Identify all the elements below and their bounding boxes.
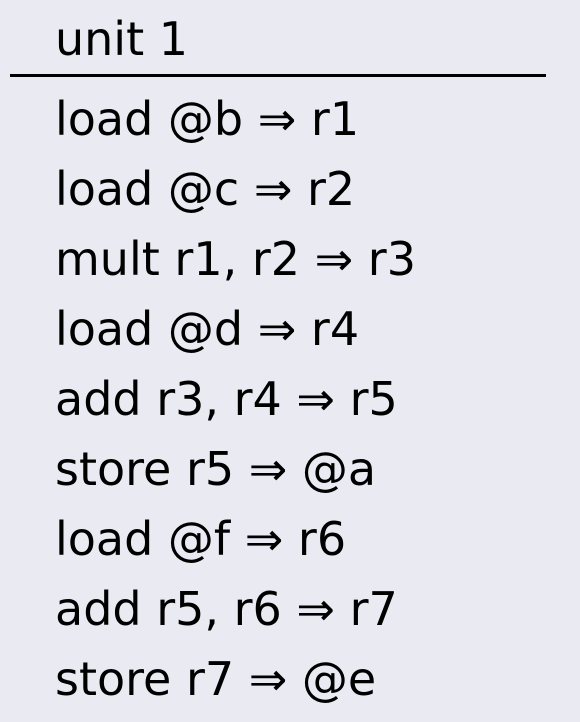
instruction-row: store r7 ⇒ @e <box>55 652 377 706</box>
unit-header: unit 1 <box>55 12 189 66</box>
instruction-row: load @b ⇒ r1 <box>55 92 360 146</box>
instruction-row: load @c ⇒ r2 <box>55 162 356 216</box>
instruction-row: store r5 ⇒ @a <box>55 442 377 496</box>
header-rule <box>10 74 546 77</box>
instruction-row: load @f ⇒ r6 <box>55 512 347 566</box>
instruction-row: load @d ⇒ r4 <box>55 302 360 356</box>
instruction-row: add r5, r6 ⇒ r7 <box>55 582 398 636</box>
instruction-row: add r3, r4 ⇒ r5 <box>55 372 398 426</box>
instruction-list: load @b ⇒ r1 load @c ⇒ r2 mult r1, r2 ⇒ … <box>55 84 416 714</box>
instruction-row: mult r1, r2 ⇒ r3 <box>55 232 416 286</box>
